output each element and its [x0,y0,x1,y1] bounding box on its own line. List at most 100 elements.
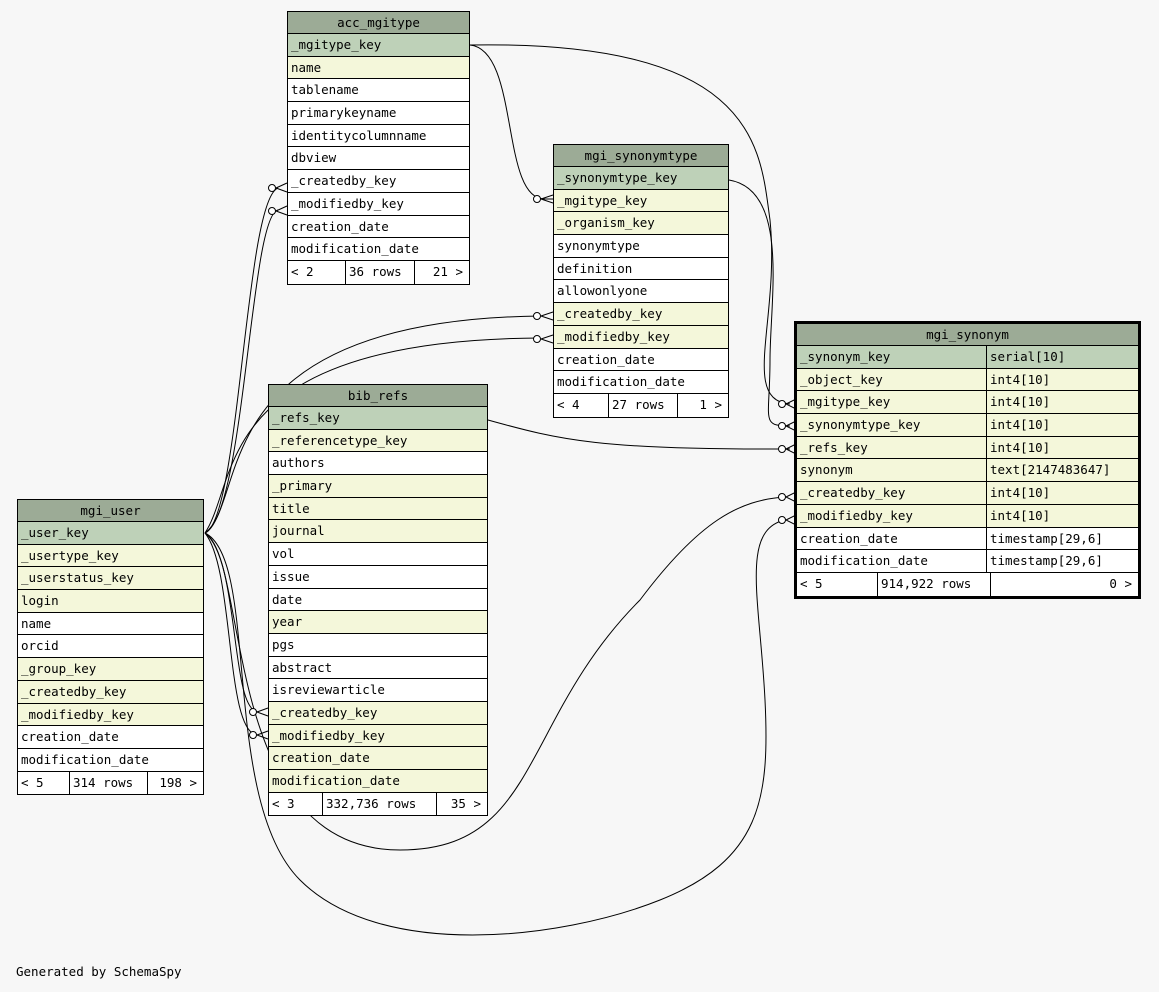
column-name: _createdby_key [21,683,127,699]
column-row[interactable]: orcid [18,635,203,659]
column-row[interactable]: modification_date [554,371,728,394]
column-row[interactable]: _mgitype_key int4[10] [797,391,1138,415]
column-row[interactable]: _mgitype_key [554,189,728,213]
column-name: _modifiedby_key [291,195,404,211]
table-footer: < 5 914,922 rows 0 > [797,572,1138,596]
column-row[interactable]: _usertype_key [18,544,203,568]
column-row[interactable]: _createdby_key [288,170,469,193]
column-row[interactable]: allowonlyone [554,280,728,304]
column-row[interactable]: authors [269,452,487,476]
column-row[interactable]: login [18,590,203,613]
column-row[interactable]: synonymtype [554,235,728,258]
generated-by-label: Generated by SchemaSpy [16,964,182,979]
children-link[interactable]: 21 > [414,260,469,284]
children-link[interactable]: 0 > [990,572,1138,596]
column-row[interactable]: _refs_key [269,407,487,430]
column-row[interactable]: creation_date [554,348,728,372]
column-name: _synonymtype_key [557,170,678,185]
column-row[interactable]: _primary [269,475,487,498]
edge-refs-to-synonym [487,419,791,450]
column-row[interactable]: modification_date [18,748,203,772]
column-name: _primary [272,478,333,494]
parents-link[interactable]: < 4 [557,396,580,412]
column-row[interactable]: issue [269,565,487,589]
parents-link[interactable]: < 2 [291,263,314,279]
children-link[interactable]: 1 > [677,393,728,417]
column-row[interactable]: _organism_key [554,212,728,236]
column-row[interactable]: _createdby_key [269,701,487,725]
column-name: creation_date [800,530,898,546]
column-row[interactable]: creation_date [269,747,487,770]
column-row[interactable]: modification_date [288,238,469,261]
column-row[interactable]: title [269,497,487,521]
column-name: _mgitype_key [800,394,891,410]
column-row[interactable]: pgs [269,633,487,657]
column-row[interactable]: name [18,612,203,636]
column-name: _createdby_key [291,173,397,189]
column-row[interactable]: _modifiedby_key [288,192,469,216]
column-row[interactable]: abstract [269,656,487,680]
column-row[interactable]: _createdby_key [554,303,728,326]
column-name: _synonym_key [800,349,891,364]
table-title[interactable]: bib_refs [269,385,487,407]
column-row[interactable]: _referencetype_key [269,429,487,453]
column-row[interactable]: name [288,56,469,80]
parents-link[interactable]: < 5 [800,575,823,591]
column-row[interactable]: identitycolumnname [288,124,469,148]
column-row[interactable]: creation_date [288,215,469,239]
column-row[interactable]: _modifiedby_key [554,325,728,349]
children-link[interactable]: 35 > [436,792,487,816]
row-count: 36 rows [345,260,414,284]
column-row[interactable]: _createdby_key [18,680,203,704]
children-link[interactable]: 198 > [147,771,203,795]
column-name: _synonymtype_key [800,417,921,433]
column-row[interactable]: date [269,588,487,612]
column-row[interactable]: tablename [288,79,469,103]
column-row[interactable]: creation_date [18,726,203,749]
column-row[interactable]: _mgitype_key [288,34,469,57]
column-row[interactable]: year [269,611,487,634]
column-row[interactable]: _modifiedby_key [269,724,487,748]
column-row[interactable]: isreviewarticle [269,679,487,702]
column-row[interactable]: _user_key [18,522,203,545]
column-row[interactable]: _synonymtype_key [554,167,728,190]
table-title[interactable]: mgi_user [18,500,203,522]
parents-link[interactable]: < 5 [21,774,44,790]
column-row[interactable]: _modifiedby_key [18,703,203,727]
edge-user-to-refs-createdby [204,532,259,713]
column-name: identitycolumnname [291,127,427,143]
column-type: int4[10] [986,391,1138,414]
table-title[interactable]: mgi_synonym [797,324,1138,346]
column-row[interactable]: primarykeyname [288,102,469,125]
column-row[interactable]: _group_key [18,658,203,681]
column-name: modification_date [21,751,149,767]
column-name: title [272,500,310,516]
column-name: pgs [272,636,295,652]
column-row[interactable]: dbview [288,147,469,171]
column-row[interactable]: journal [269,520,487,544]
column-name: _createdby_key [557,306,663,322]
table-mgi-user[interactable]: mgi_user _user_key_usertype_key_userstat… [17,499,204,796]
column-name: name [21,615,52,631]
column-row[interactable]: definition [554,257,728,281]
table-mgi-synonymtype[interactable]: mgi_synonymtype _synonymtype_key _mgitype… [553,144,729,418]
parents-link[interactable]: < 3 [272,795,295,811]
table-title[interactable]: acc_mgitype [288,12,469,34]
column-row[interactable]: vol [269,543,487,566]
table-title[interactable]: mgi_synonymtype [554,145,728,167]
column-row[interactable]: _userstatus_key [18,567,203,591]
column-row[interactable]: modification_date [269,770,487,793]
column-name: _group_key [21,661,97,677]
